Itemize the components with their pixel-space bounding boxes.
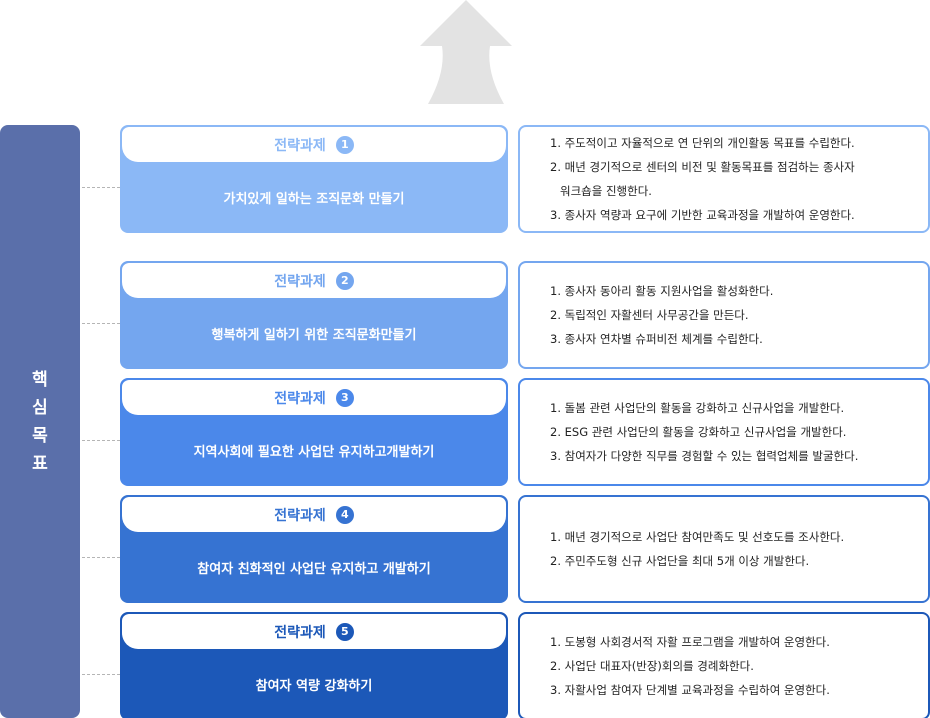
strategy-task-label: 전략과제	[274, 390, 326, 407]
strategy-task-detail-box: 1. 매년 경기적으로 사업단 참여만족도 및 선호도를 조사한다. 2. 주민주…	[518, 495, 930, 603]
connector-line	[82, 674, 120, 675]
strategy-task-title: 지역사회에 필요한 사업단 유지하고개발하기	[193, 445, 435, 460]
strategy-task-detail-item: 1. 매년 경기적으로 사업단 참여만족도 및 선호도를 조사한다.	[550, 530, 845, 544]
strategy-task-detail-item: 3. 자활사업 참여자 단계별 교육과정을 수립하여 운영한다.	[550, 683, 830, 697]
strategy-task-number-badge: 2	[335, 271, 354, 290]
strategy-task-label: 전략과제	[274, 507, 326, 524]
core-goal-char: 목	[32, 425, 48, 446]
connector-line	[82, 323, 120, 324]
core-goal-char: 핵	[32, 369, 48, 390]
strategy-task-card: 전략과제 5 참여자 역량 강화하기	[120, 612, 508, 718]
strategy-task-header: 전략과제 5	[122, 614, 506, 649]
strategy-task-label: 전략과제	[274, 624, 326, 641]
strategy-task-header: 전략과제 3	[122, 380, 506, 415]
strategy-task-detail-item: 1. 종사자 동아리 활동 지원사업을 활성화한다.	[550, 284, 774, 298]
strategy-task-detail-item: 2. 사업단 대표자(반장)회의를 경례화한다.	[550, 659, 754, 673]
core-goal-char: 표	[32, 453, 48, 474]
strategy-task-detail-item: 2. 독립적인 자활센터 사무공간을 만든다.	[550, 308, 749, 322]
strategy-task-row: 전략과제 2 행복하게 일하기 위한 조직문화만들기 1. 종사자 동아리 활동…	[0, 261, 930, 369]
strategy-task-title: 참여자 역량 강화하기	[255, 679, 373, 694]
strategy-task-detail-item: 2. ESG 관련 사업단의 활동을 강화하고 신규사업을 개발한다.	[550, 425, 847, 439]
connector-line	[82, 557, 120, 558]
strategy-task-detail-box: 1. 종사자 동아리 활동 지원사업을 활성화한다. 2. 독립적인 자활센터 사…	[518, 261, 930, 369]
strategy-task-detail-item: 2. 매년 경기적으로 센터의 비전 및 활동목표를 점검하는 종사자	[550, 160, 855, 174]
strategy-task-detail-item: 1. 주도적이고 자율적으로 연 단위의 개인활동 목표를 수립한다.	[550, 136, 855, 150]
strategy-task-label: 전략과제	[274, 273, 326, 290]
upward-arrow-icon	[420, 0, 512, 104]
strategy-task-row: 전략과제 5 참여자 역량 강화하기 1. 도봉형 사회경서적 자활 프로그램을…	[0, 612, 930, 718]
strategy-task-card: 전략과제 4 참여자 친화적인 사업단 유지하고 개발하기	[120, 495, 508, 603]
strategy-task-detail-item: 1. 돌봄 관련 사업단의 활동을 강화하고 신규사업을 개발한다.	[550, 401, 845, 415]
strategy-task-row: 전략과제 4 참여자 친화적인 사업단 유지하고 개발하기 1. 매년 경기적으…	[0, 495, 930, 603]
strategy-task-card: 전략과제 2 행복하게 일하기 위한 조직문화만들기	[120, 261, 508, 369]
strategy-task-number-badge: 3	[335, 388, 354, 407]
strategy-task-label: 전략과제	[274, 137, 326, 154]
strategy-task-header: 전략과제 1	[122, 127, 506, 162]
strategy-task-detail-box: 1. 도봉형 사회경서적 자활 프로그램을 개발하여 운영한다. 2. 사업단 대…	[518, 612, 930, 718]
strategy-task-header: 전략과제 2	[122, 263, 506, 298]
strategy-task-row: 전략과제 3 지역사회에 필요한 사업단 유지하고개발하기 1. 돌봄 관련 사…	[0, 378, 930, 486]
strategy-task-number-badge: 4	[335, 505, 354, 524]
strategy-task-detail-item: 2. 주민주도형 신규 사업단을 최대 5개 이상 개발한다.	[550, 554, 810, 568]
strategy-task-card: 전략과제 3 지역사회에 필요한 사업단 유지하고개발하기	[120, 378, 508, 486]
strategy-task-card: 전략과제 1 가치있게 일하는 조직문화 만들기	[120, 125, 508, 233]
strategy-task-detail-item: 3. 종사자 연차별 슈퍼비전 체계를 수립한다.	[550, 332, 763, 346]
strategy-task-detail-box: 1. 주도적이고 자율적으로 연 단위의 개인활동 목표를 수립한다. 2. 매년…	[518, 125, 930, 233]
strategy-task-header: 전략과제 4	[122, 497, 506, 532]
strategy-task-detail-item: 3. 종사자 역량과 요구에 기반한 교육과정을 개발하여 운영한다.	[550, 208, 855, 222]
strategy-task-number-badge: 1	[335, 135, 354, 154]
connector-line	[82, 187, 120, 188]
strategy-task-number-badge: 5	[335, 622, 354, 641]
strategy-task-detail-item: 3. 참여자가 다양한 직무를 경험할 수 있는 협력업체를 발굴한다.	[550, 449, 859, 463]
core-goal-panel: 핵 심 목 표	[0, 125, 80, 718]
strategy-task-title: 행복하게 일하기 위한 조직문화만들기	[211, 328, 417, 343]
connector-line	[82, 440, 120, 441]
strategy-task-detail-box: 1. 돌봄 관련 사업단의 활동을 강화하고 신규사업을 개발한다. 2. ESG…	[518, 378, 930, 486]
strategy-task-row: 전략과제 1 가치있게 일하는 조직문화 만들기 1. 주도적이고 자율적으로 …	[0, 125, 930, 233]
core-goal-char: 심	[32, 397, 48, 418]
strategy-task-title: 참여자 친화적인 사업단 유지하고 개발하기	[197, 562, 431, 577]
strategy-task-title: 가치있게 일하는 조직문화 만들기	[223, 192, 405, 207]
strategy-task-detail-item: 워크숍을 진행한다.	[560, 184, 652, 198]
strategy-task-detail-item: 1. 도봉형 사회경서적 자활 프로그램을 개발하여 운영한다.	[550, 635, 830, 649]
